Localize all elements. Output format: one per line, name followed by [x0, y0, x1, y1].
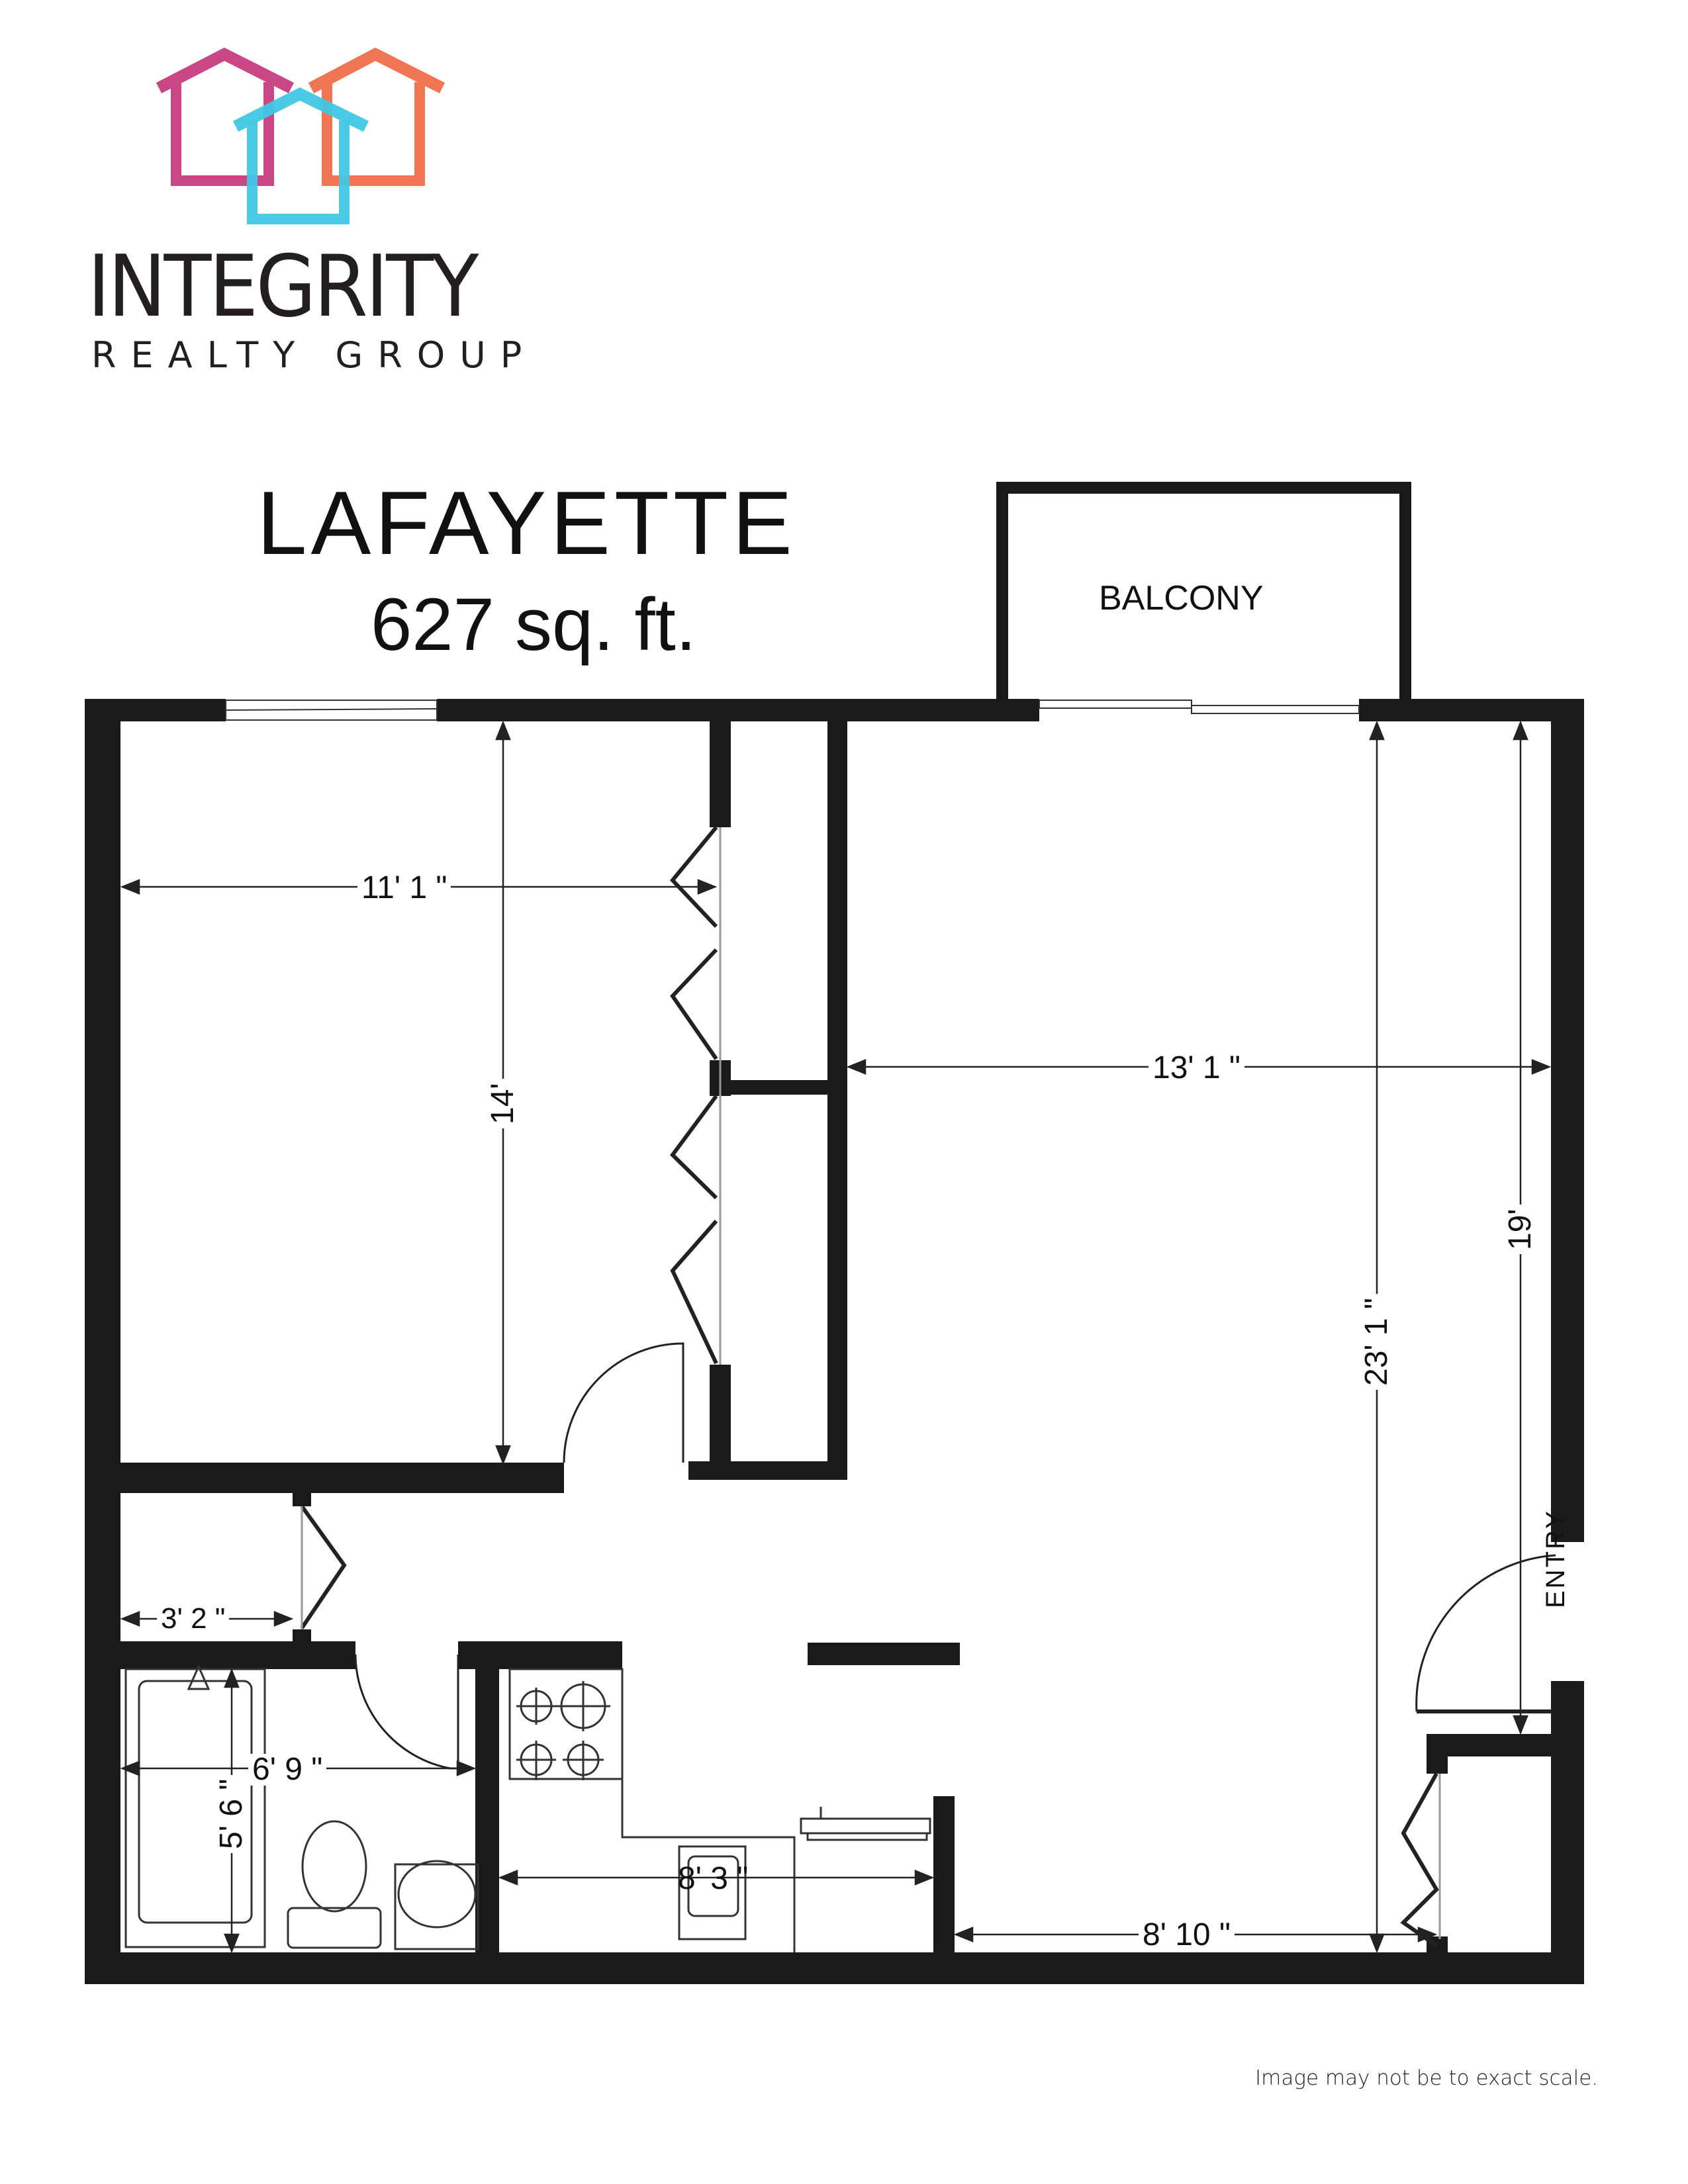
dim-bedroom-width: 11' 1 " — [357, 872, 451, 904]
dim-bath-width: 6' 9 " — [248, 1754, 327, 1786]
dim-dining-width: 8' 10 " — [1139, 1919, 1235, 1951]
dim-living-depth-total: 23' 1 " — [1359, 1294, 1394, 1390]
plan-area: 627 sq. ft. — [371, 583, 696, 666]
toilet-icon — [301, 1820, 367, 1913]
plan-title: LAFAYETTE — [257, 473, 796, 573]
stove-icon — [508, 1668, 624, 1780]
three-houses-icon — [156, 47, 445, 224]
brand-subtitle: REALTY GROUP — [91, 334, 537, 376]
dimension-lines — [120, 720, 1552, 1954]
dim-living-depth: 19' — [1503, 1205, 1538, 1254]
balcony-label: BALCONY — [1099, 579, 1264, 617]
entry-label: ENTRY — [1541, 1509, 1570, 1608]
bath-sink-icon — [394, 1863, 479, 1950]
dim-living-width: 13' 1 " — [1149, 1052, 1244, 1084]
dim-bedroom-depth: 14' — [485, 1079, 520, 1128]
dim-kitchen-width: 8' 3 " — [678, 1861, 749, 1896]
dim-closet-width: 3' 2 " — [157, 1604, 230, 1633]
refrigerator-icon — [800, 1817, 931, 1835]
scale-disclaimer: Image may not be to exact scale. — [1255, 2066, 1599, 2090]
brand-name: INTEGRITY — [87, 238, 479, 336]
dim-bath-depth: 5' 6 " — [214, 1774, 249, 1853]
